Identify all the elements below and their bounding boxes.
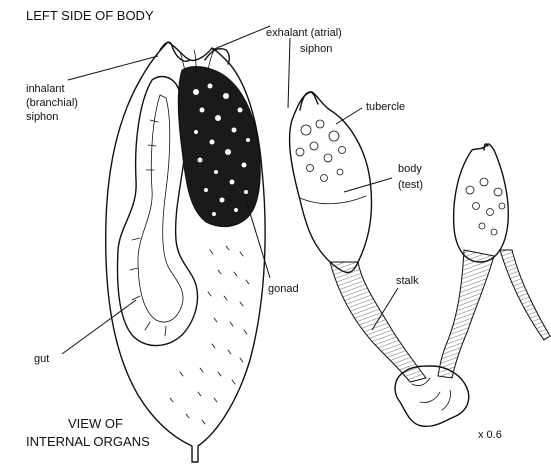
label-scale: x 0.6 <box>478 429 502 441</box>
label-gonad: gonad <box>268 283 299 295</box>
label-gut: gut <box>34 353 49 365</box>
label-exhalant-2: siphon <box>300 43 332 55</box>
inhalant-siphon-tip <box>160 42 190 61</box>
internal-organs-drawing <box>106 42 265 462</box>
second-body <box>454 144 509 262</box>
label-left-side-of-body: LEFT SIDE OF BODY <box>26 8 154 23</box>
labels: LEFT SIDE OF BODY inhalant (branchial) s… <box>26 8 502 449</box>
tubercle-bumps <box>296 120 346 182</box>
second-stalk <box>438 250 494 378</box>
label-inhalant-2: (branchial) <box>26 97 78 109</box>
label-internal-organs: INTERNAL ORGANS <box>26 434 150 449</box>
label-exhalant-1: exhalant (atrial) <box>266 27 342 39</box>
label-view-of: VIEW OF <box>68 416 123 431</box>
label-body-2: (test) <box>398 179 423 191</box>
label-stalk: stalk <box>396 275 419 287</box>
main-girdle <box>300 196 366 204</box>
external-view-drawing <box>290 92 550 426</box>
label-inhalant-3: siphon <box>26 111 58 123</box>
label-tubercle: tubercle <box>366 101 405 113</box>
main-body-test <box>290 92 372 273</box>
right-stalk <box>500 250 550 340</box>
gonad-mass <box>178 50 260 227</box>
holdfast-folds <box>412 378 451 410</box>
second-bumps <box>466 178 505 235</box>
label-inhalant-1: inhalant <box>26 83 65 95</box>
label-body-1: body <box>398 163 422 175</box>
